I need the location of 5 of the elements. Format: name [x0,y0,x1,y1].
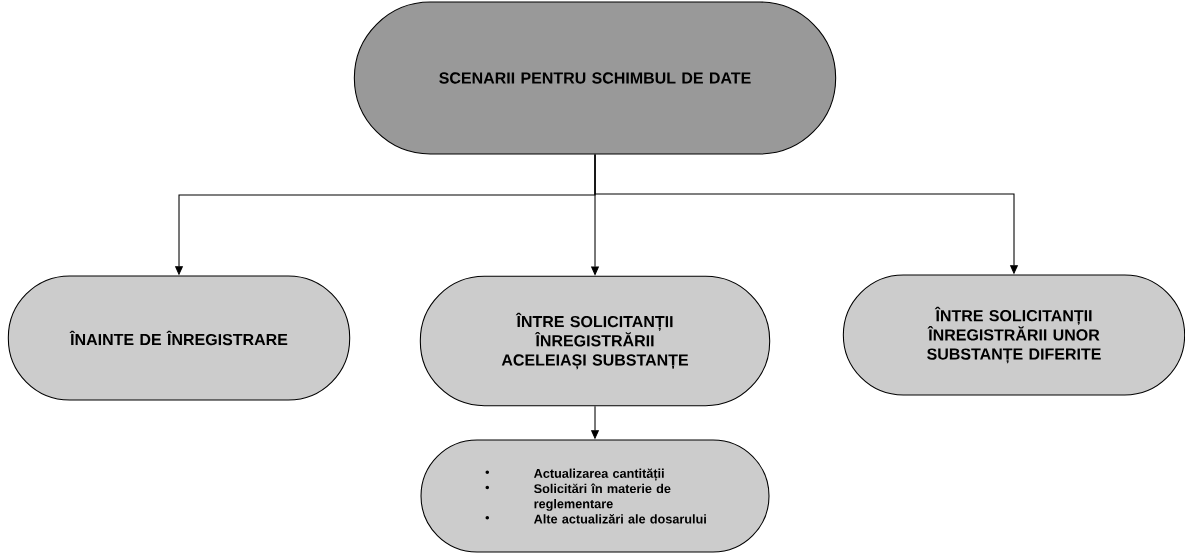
rounded-box: ÎNTRE SOLICITANȚII ÎNREGISTRĂRII UNOR SUBSTANȚE DIFERITE [842,274,1185,396]
rounded-box: SCENARII PENTRU SCHIMBUL DE DATE [353,1,837,155]
rounded-box: ÎNTRE SOLICITANȚII ÎNREGISTRĂRII ACELEIAȘI SUBSTANȚE [419,275,771,407]
rounded-box: Actualizarea cantității Solicitări în materie de reglementare Alte actualizări ale dosarului [420,439,770,553]
rounded-box: ÎNAINTE DE ÎNREGISTRARE [7,275,351,401]
